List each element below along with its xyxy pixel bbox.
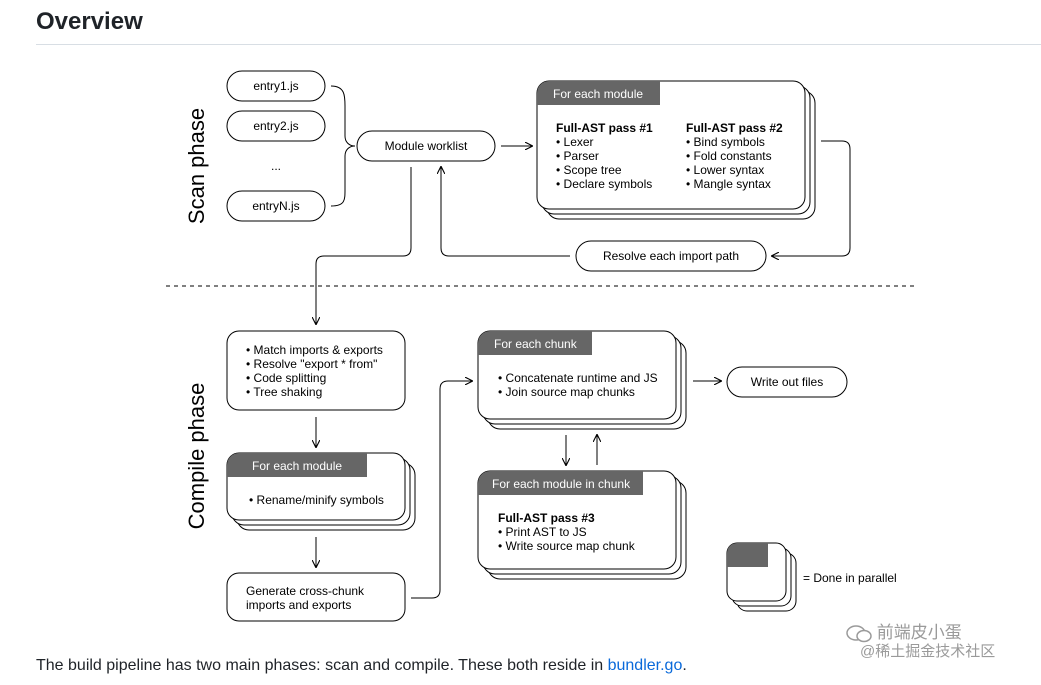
pass3-item: • Print AST to JS [498, 525, 587, 539]
entry-label: entry2.js [253, 119, 298, 133]
cross-chunk-line: imports and exports [246, 598, 351, 612]
link-box: • Match imports & exports • Resolve "exp… [226, 330, 406, 411]
entry-box-2: entry2.js [226, 110, 326, 142]
watermark-line1: 前端皮小蛋 [876, 623, 962, 642]
wechat-icon [846, 624, 872, 642]
pass2-item: • Lower syntax [686, 163, 764, 177]
title-divider [36, 44, 1041, 45]
intro-paragraph: The build pipeline has two main phases: … [36, 657, 687, 675]
arrow-module-to-resolve [772, 140, 851, 256]
link-item: • Tree shaking [246, 385, 322, 399]
scan-phase-title: Scan phase [184, 108, 209, 224]
pass1-item: • Parser [556, 149, 599, 163]
pass2-item: • Fold constants [686, 149, 772, 163]
pipeline-diagram: Scan phase Compile phase entry1.js entry… [166, 70, 915, 622]
rename-module-stack: For each module • Rename/minify symbols [226, 452, 416, 531]
module-worklist-box: Module worklist [356, 130, 496, 162]
link-item: • Resolve "export * from" [246, 357, 377, 371]
chunk-stack: For each chunk • Concatenate runtime and… [477, 330, 687, 430]
cross-chunk-line: Generate cross-chunk [246, 584, 365, 598]
module-group-tab: For each module [553, 87, 643, 101]
link-item: • Match imports & exports [246, 343, 383, 357]
legend-label: = Done in parallel [803, 571, 897, 585]
entry-box-1: entry1.js [226, 70, 326, 102]
arrow-resolve-to-worklist [441, 167, 570, 257]
page-title: Overview [36, 8, 143, 35]
pass3-item: • Write source map chunk [498, 539, 636, 553]
entries-brace [330, 85, 356, 207]
resolve-label: Resolve each import path [603, 249, 739, 263]
chunk-item: • Join source map chunks [498, 385, 635, 399]
pass3-title: Full-AST pass #3 [498, 511, 595, 525]
bundler-link[interactable]: bundler.go [607, 657, 683, 674]
scan-module-stack: For each module Full-AST pass #1 • Lexer… [536, 80, 816, 220]
watermark: 前端皮小蛋 @稀土掘金技术社区 [846, 624, 995, 660]
parallel-legend: = Done in parallel [726, 542, 897, 612]
module-in-chunk-stack: For each module in chunk Full-AST pass #… [477, 470, 687, 580]
pass2-item: • Mangle syntax [686, 177, 771, 191]
intro-text: The build pipeline has two main phases: … [36, 657, 608, 674]
cross-chunk-box: Generate cross-chunk imports and exports [226, 572, 406, 622]
rename-group-tab: For each module [252, 459, 342, 473]
pass2-title: Full-AST pass #2 [686, 121, 783, 135]
entry-box-n: entryN.js [226, 190, 326, 222]
chunk-group-tab: For each chunk [494, 337, 578, 351]
pass1-item: • Declare symbols [556, 177, 652, 191]
pass1-item: • Lexer [556, 135, 594, 149]
entry-label: entryN.js [252, 199, 299, 213]
arrow-cross-chunk-to-chunk [411, 381, 472, 599]
write-out-label: Write out files [751, 375, 823, 389]
link-item: • Code splitting [246, 371, 326, 385]
rename-item: • Rename/minify symbols [249, 493, 384, 507]
module-in-chunk-tab: For each module in chunk [492, 477, 631, 491]
compile-phase-title: Compile phase [184, 383, 209, 530]
chunk-item: • Concatenate runtime and JS [498, 371, 658, 385]
write-out-box: Write out files [726, 366, 848, 398]
pass1-item: • Scope tree [556, 163, 622, 177]
pass2-item: • Bind symbols [686, 135, 765, 149]
pass1-title: Full-AST pass #1 [556, 121, 653, 135]
arrow-worklist-to-compile [316, 167, 412, 324]
entry-ellipsis: ... [271, 159, 281, 173]
worklist-label: Module worklist [385, 139, 468, 153]
watermark-line2: @稀土掘金技术社区 [860, 642, 996, 660]
intro-suffix: . [682, 657, 687, 674]
entry-label: entry1.js [253, 79, 298, 93]
resolve-import-box: Resolve each import path [575, 240, 767, 272]
